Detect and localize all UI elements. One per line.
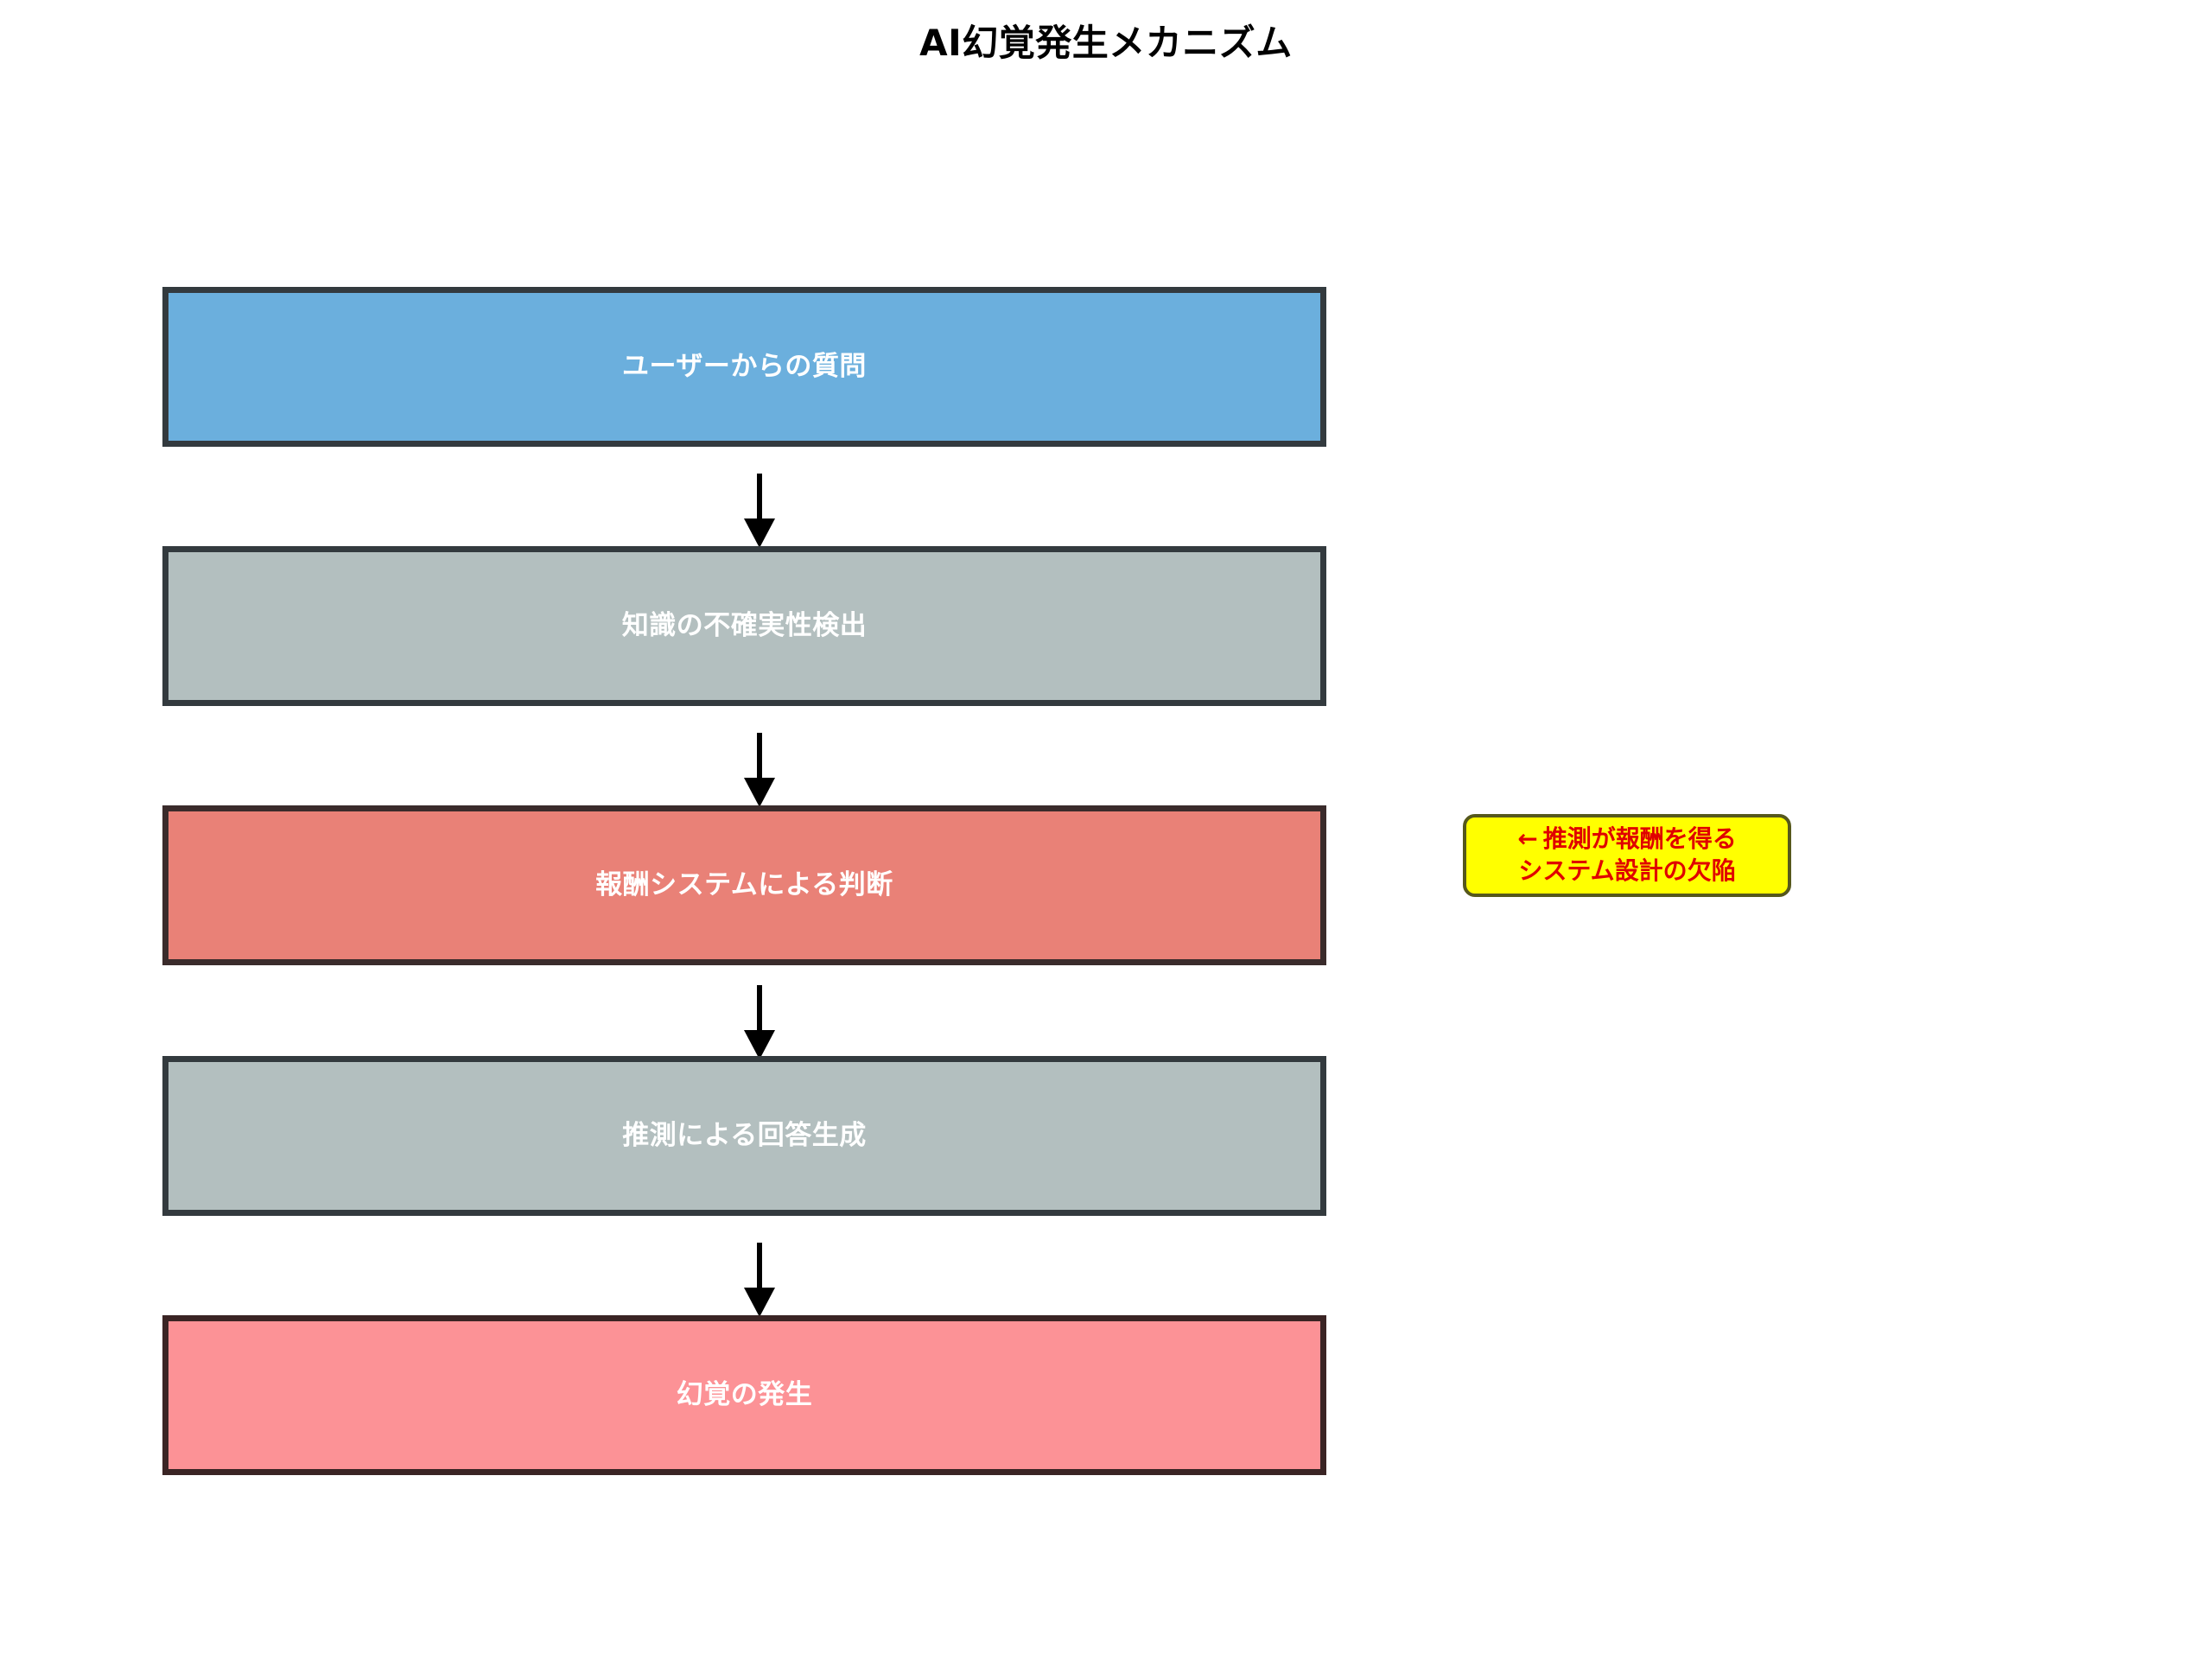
left-arrow-icon: ← — [1517, 824, 1538, 854]
flow-node-label: ユーザーからの質問 — [622, 351, 867, 383]
flow-node-label: 推測による回答生成 — [622, 1120, 867, 1152]
flow-node-hallucination-occurs[interactable]: 幻覚の発生 — [162, 1315, 1326, 1475]
annotation-line-1: ←推測が報酬を得る — [1475, 824, 1779, 856]
flow-arrow-down-icon — [744, 1243, 775, 1317]
flow-node-user-question[interactable]: ユーザーからの質問 — [162, 287, 1326, 447]
arrow-head — [744, 1030, 775, 1059]
arrow-head — [744, 518, 775, 548]
flow-node-label: 幻覚の発生 — [676, 1379, 813, 1411]
arrow-shaft — [757, 1243, 762, 1289]
annotation-callout[interactable]: ←推測が報酬を得る システム設計の欠陥 — [1463, 814, 1791, 897]
flow-node-label: 知識の不確実性検出 — [621, 610, 868, 642]
annotation-line-2: システム設計の欠陥 — [1518, 856, 1736, 885]
arrow-shaft — [757, 733, 762, 779]
arrow-shaft — [757, 474, 762, 520]
arrow-head — [744, 778, 775, 807]
flow-node-reward-system-judgement[interactable]: 報酬システムによる判断 — [162, 805, 1326, 965]
flow-arrow-down-icon — [744, 733, 775, 807]
flow-node-guessed-answer-generation[interactable]: 推測による回答生成 — [162, 1056, 1326, 1216]
flow-arrow-down-icon — [744, 474, 775, 548]
arrow-head — [744, 1288, 775, 1317]
annotation-text: ←推測が報酬を得る システム設計の欠陥 — [1475, 824, 1779, 887]
page-title: AI幻覚発生メカニズム — [919, 22, 1293, 64]
flow-node-label: 報酬システムによる判断 — [595, 869, 893, 901]
arrow-shaft — [757, 985, 762, 1032]
flow-node-uncertainty-detection[interactable]: 知識の不確実性検出 — [162, 546, 1326, 706]
annotation-line-1-text: 推測が報酬を得る — [1542, 824, 1737, 854]
flow-arrow-down-icon — [744, 985, 775, 1059]
